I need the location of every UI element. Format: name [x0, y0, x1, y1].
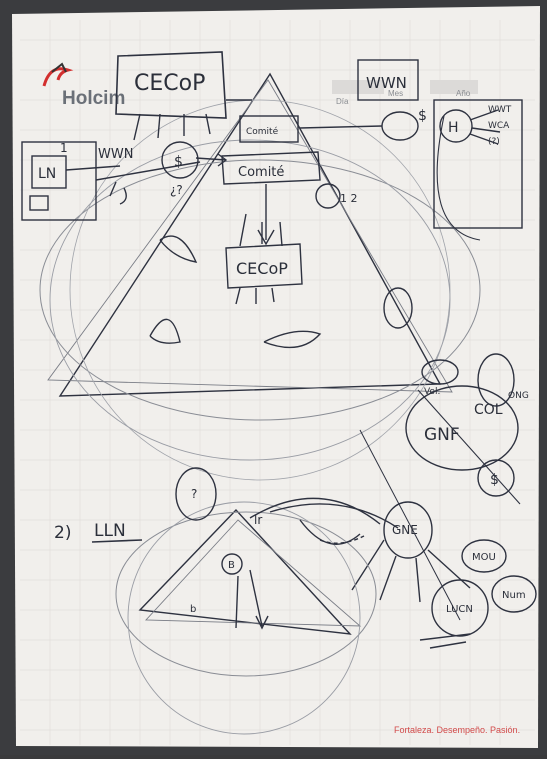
- label-lln: LLN: [94, 521, 126, 541]
- paper-sheet: [12, 6, 540, 748]
- label-b-small: b: [190, 604, 196, 615]
- form-header: Día Mes Año: [332, 80, 478, 106]
- label-section-2: 2): [54, 523, 71, 543]
- label-lr: lr: [254, 513, 262, 527]
- label-year-item-1: WWT: [488, 105, 512, 115]
- label-col: COL: [474, 402, 503, 418]
- label-wwn-top: WWN: [366, 74, 407, 92]
- label-comite-small: Comité: [246, 126, 279, 137]
- label-question: ¿?: [170, 183, 183, 197]
- paper-grid: [20, 20, 535, 745]
- label-ong: ONG: [508, 391, 529, 401]
- label-cecop-top: CECoP: [134, 71, 205, 96]
- header-year: Año: [456, 89, 471, 98]
- label-dollar-c: $: [490, 472, 499, 488]
- label-mou: MOU: [472, 552, 496, 563]
- label-lucn: LUCN: [446, 604, 473, 615]
- label-q-circle: ?: [191, 487, 197, 501]
- label-comite: Comité: [238, 165, 284, 180]
- label-gne: GNE: [392, 523, 418, 537]
- header-month: Mes: [388, 89, 403, 98]
- label-b-circle: B: [228, 560, 235, 571]
- logo-text: Holcim: [62, 88, 125, 109]
- label-cecop-mid: CECoP: [236, 259, 288, 278]
- header-day: Día: [336, 97, 349, 106]
- label-year-item-2: WCA: [488, 121, 510, 131]
- label-wwn-left: WWN: [98, 147, 133, 162]
- label-ln: LN: [38, 166, 56, 182]
- brand-tagline: Fortaleza. Desempeño. Pasión.: [394, 725, 520, 735]
- label-num-right: Num: [502, 590, 526, 601]
- logo-mark-icon: [42, 67, 74, 87]
- ink-strokes: [21, 51, 537, 735]
- label-gnf: GNF: [424, 425, 460, 445]
- label-num-12: 1 2: [340, 192, 358, 205]
- holcim-logo: Holcim: [42, 62, 125, 109]
- label-dollar-b: $: [418, 108, 427, 124]
- label-num-1: 1: [60, 141, 68, 155]
- label-year-item-3: (?): [488, 137, 500, 147]
- label-vol: Vol.: [424, 387, 440, 397]
- handwritten-labels: CECoP WWN WWN Comité Comité CECoP ¿? 1 1…: [38, 71, 529, 615]
- label-dollar-a: $: [174, 154, 183, 170]
- label-h: H: [448, 120, 459, 136]
